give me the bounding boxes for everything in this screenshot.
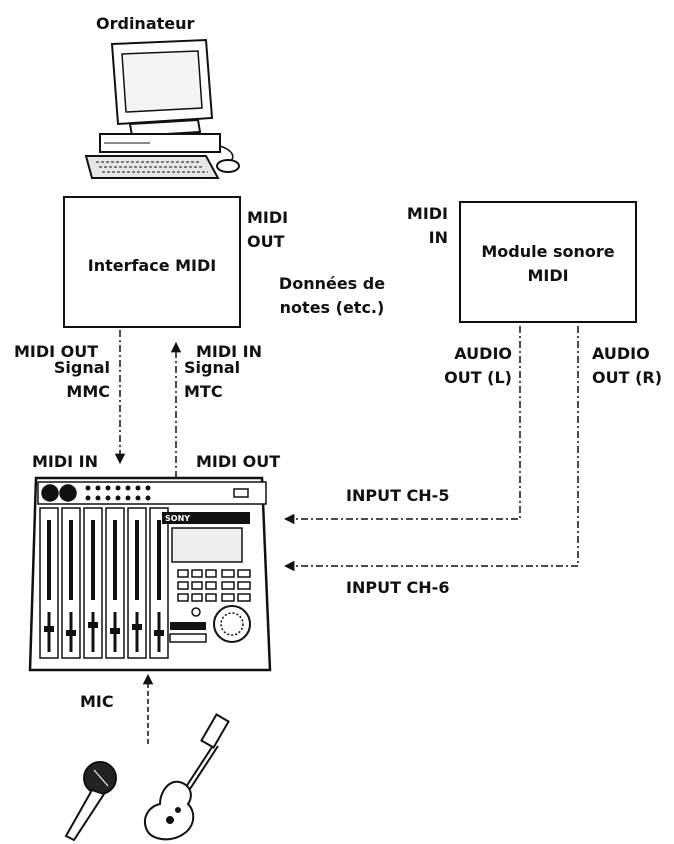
note-data-label: Données de notes (etc.) [262, 272, 402, 320]
signal-mtc-label: Signal MTC [184, 356, 240, 404]
module-midi-in-label: MIDI IN [396, 202, 448, 250]
recorder-midi-in-label: MIDI IN [32, 450, 98, 474]
recorder-midi-out-label: MIDI OUT [196, 450, 280, 474]
interface-title: Interface MIDI [64, 254, 240, 278]
recorder-brand: SONY [165, 514, 190, 523]
signal-mmc-label: Signal MMC [34, 356, 110, 404]
microphone-icon [66, 762, 116, 840]
computer-icon [86, 40, 239, 178]
electric-guitar-icon [145, 715, 229, 840]
module-title: Module sonore MIDI [460, 240, 636, 288]
input-ch5-label: INPUT CH-5 [346, 484, 449, 508]
computer-label: Ordinateur [96, 12, 194, 36]
mic-label: MIC [80, 690, 114, 714]
audio-out-r-label: AUDIO OUT (R) [592, 342, 662, 390]
interface-midi-out-label: MIDI OUT [247, 206, 288, 254]
input-ch6-label: INPUT CH-6 [346, 576, 449, 600]
multitrack-recorder-icon [30, 478, 270, 670]
audio-out-l-label: AUDIO OUT (L) [408, 342, 512, 390]
